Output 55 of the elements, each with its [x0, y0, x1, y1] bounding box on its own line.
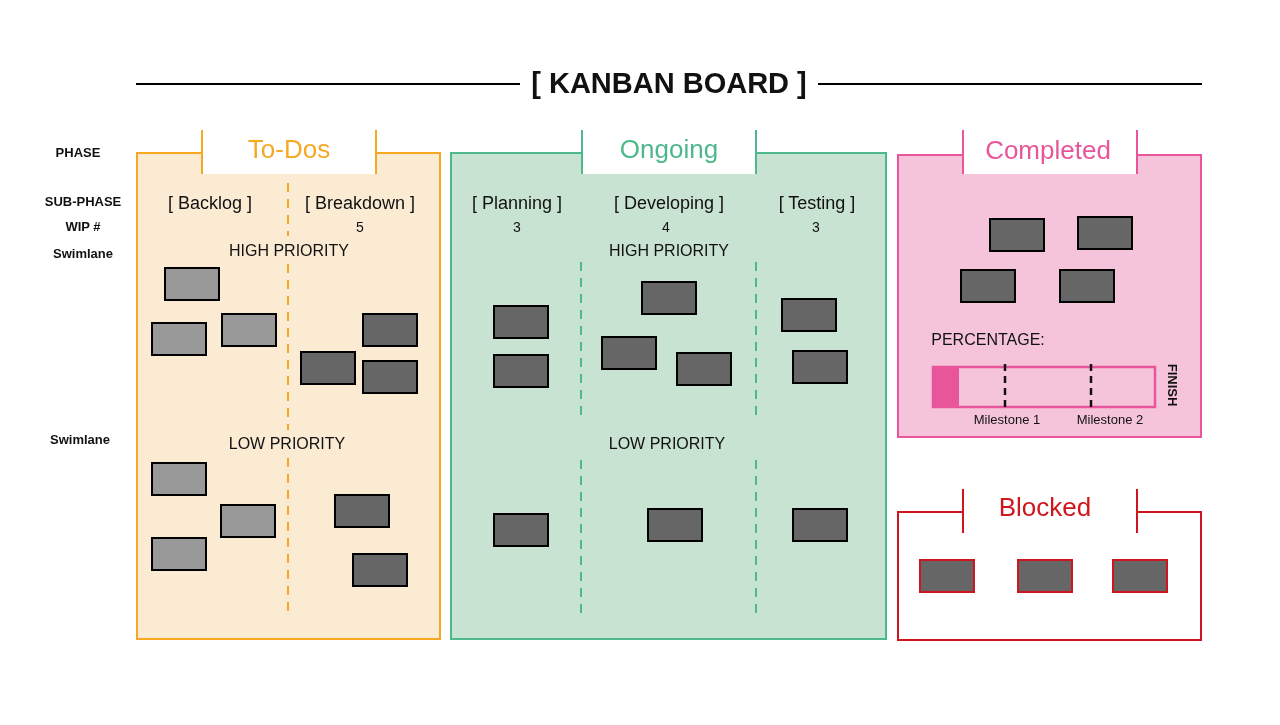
task-card	[493, 305, 549, 339]
task-card	[164, 267, 220, 301]
task-card	[151, 462, 207, 496]
swimlane-label: LOW PRIORITY	[228, 434, 346, 454]
row-label: Swimlane	[50, 432, 110, 448]
task-card	[1059, 269, 1115, 303]
task-card	[1077, 216, 1133, 250]
sub-phase-label: [ Planning ]	[471, 192, 563, 214]
progress-label: PERCENTAGE:	[931, 330, 1045, 350]
task-card	[960, 269, 1016, 303]
task-card	[989, 218, 1045, 252]
task-card	[362, 360, 418, 394]
task-card	[1112, 559, 1168, 593]
sub-phase-label: [ Backlog ]	[168, 192, 252, 214]
row-label: WIP #	[65, 219, 101, 235]
task-card	[601, 336, 657, 370]
task-card	[919, 559, 975, 593]
phase-heading: Completed	[985, 136, 1111, 166]
phase-heading: Ongoing	[619, 135, 719, 165]
wip-limit: 5	[356, 218, 364, 236]
row-label: Swimlane	[53, 246, 113, 262]
phase-heading: Blocked	[998, 493, 1092, 523]
wip-limit: 4	[662, 218, 670, 236]
task-card	[676, 352, 732, 386]
task-card	[362, 313, 418, 347]
milestone-label: Milestone 2	[1076, 412, 1144, 428]
task-card	[792, 508, 848, 542]
task-card	[1017, 559, 1073, 593]
wip-limit: 3	[513, 218, 521, 236]
phase-heading: To-Dos	[247, 135, 331, 165]
task-card	[334, 494, 390, 528]
task-card	[647, 508, 703, 542]
wip-limit: 3	[812, 218, 820, 236]
task-card	[641, 281, 697, 315]
task-card	[781, 298, 837, 332]
task-card	[300, 351, 356, 385]
finish-label: FINISH	[1164, 363, 1180, 407]
swimlane-label: HIGH PRIORITY	[229, 241, 349, 261]
task-card	[493, 354, 549, 388]
task-card	[792, 350, 848, 384]
task-card	[352, 553, 408, 587]
task-card	[151, 537, 207, 571]
task-card	[493, 513, 549, 547]
board-title: [ KANBAN BOARD ]	[531, 67, 807, 101]
task-card	[151, 322, 207, 356]
sub-phase-label: [ Testing ]	[778, 192, 856, 214]
milestone-label: Milestone 1	[973, 412, 1041, 428]
row-label: PHASE	[55, 145, 101, 161]
sub-phase-label: [ Developing ]	[613, 192, 725, 214]
swimlane-label: HIGH PRIORITY	[609, 241, 729, 261]
row-label: SUB-PHASE	[44, 194, 122, 210]
task-card	[221, 313, 277, 347]
task-card	[220, 504, 276, 538]
sub-phase-label: [ Breakdown ]	[304, 192, 416, 214]
swimlane-label: LOW PRIORITY	[608, 434, 726, 454]
